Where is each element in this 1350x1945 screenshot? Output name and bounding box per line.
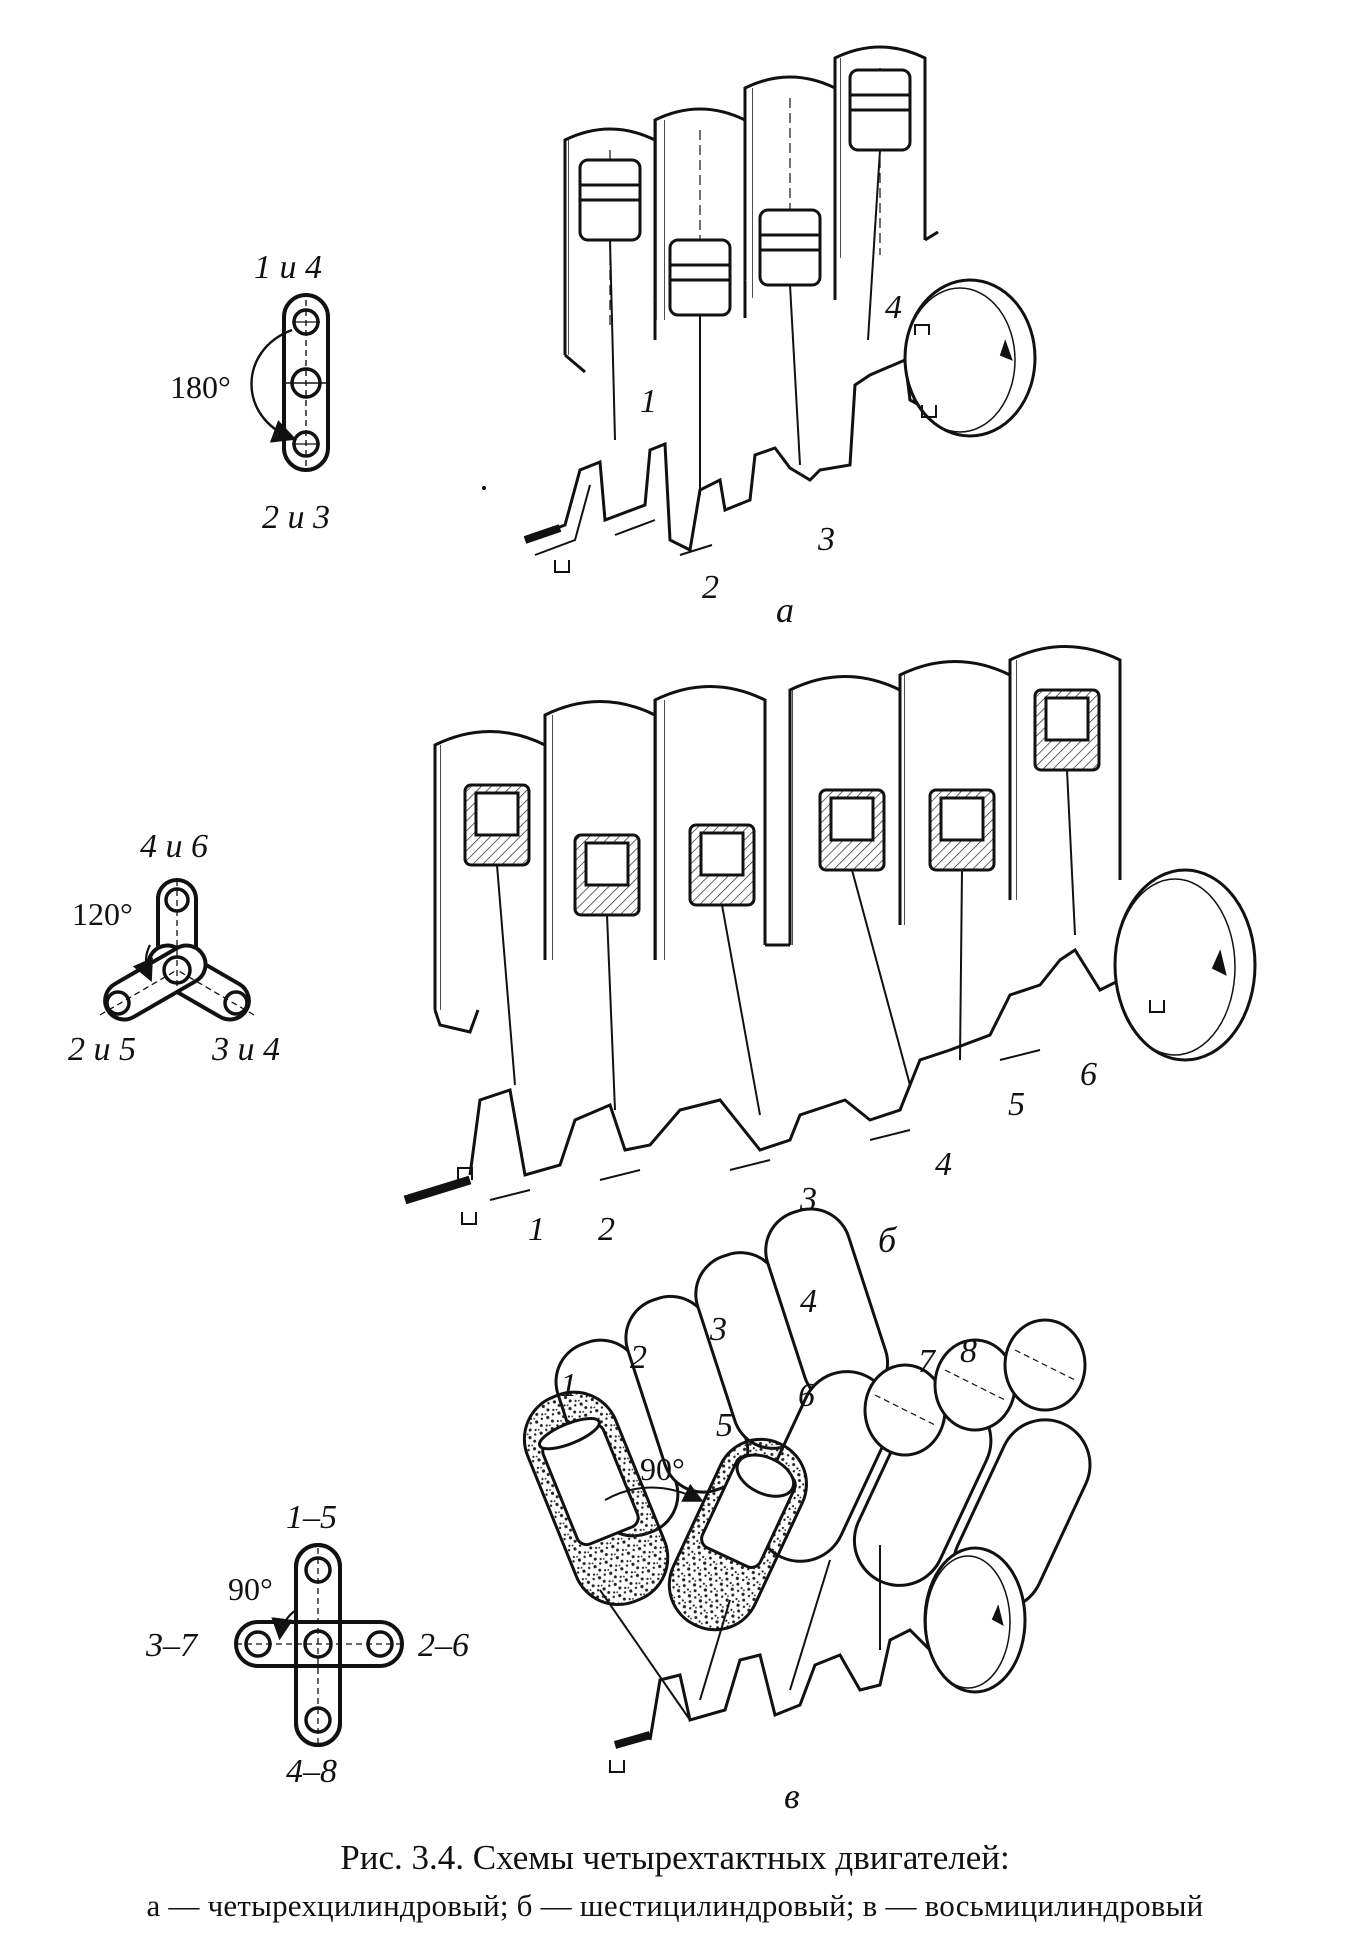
panel-v-scheme-left-label: 3–7 [145, 1627, 199, 1664]
panel-v-cyl-number-2: 2 [630, 1339, 647, 1376]
panel-a-scheme-bottom-label: 2 и 3 [262, 499, 330, 536]
panel-a-cyl-number-2: 2 [702, 569, 719, 606]
panel-v-scheme-bottom-label: 4–8 [286, 1753, 337, 1790]
panel-b-cyl-number-4: 4 [935, 1146, 952, 1183]
panel-v-cyl-number-5: 5 [716, 1407, 733, 1444]
figure-caption-title: Рис. 3.4. Схемы четырехтактных двигателе… [340, 1838, 1010, 1877]
panel-b-cyl-number-2: 2 [598, 1211, 615, 1248]
panel-v-cyl-number-7: 7 [918, 1343, 937, 1380]
panel-b-scheme-angle-label: 120° [72, 896, 133, 932]
panel-b-crank-scheme [99, 878, 255, 1022]
panel-v-cyl-number-8: 8 [960, 1333, 977, 1370]
panel-a-scheme-top-label: 1 и 4 [254, 249, 322, 286]
panel-b-cyl-number-5: 5 [1008, 1086, 1025, 1123]
panel-v-cyl-number-1: 1 [560, 1367, 577, 1404]
panel-a-cyl-number-1: 1 [640, 383, 657, 420]
panel-v-engine [522, 1207, 1092, 1773]
figure-caption-legend: а — четырехцилиндровый; б — шестицилиндр… [146, 1888, 1204, 1923]
panel-b-scheme-top-label: 4 и 6 [140, 828, 208, 865]
panel-v-crank-scheme [234, 1543, 404, 1747]
panel-b-engine [403, 645, 1257, 1225]
panel-v-cyl-number-6: 6 [798, 1377, 815, 1414]
panel-v-bank-angle-label: 90° [640, 1451, 685, 1487]
panel-v-scheme-right-label: 2–6 [418, 1627, 469, 1664]
panel-b-letter: б [878, 1220, 898, 1260]
panel-b-scheme-right-label: 3 и 4 [211, 1031, 280, 1068]
panel-v-scheme-angle-label: 90° [228, 1571, 273, 1607]
panel-v-letter: в [784, 1776, 800, 1816]
panel-b-scheme-left-label: 2 и 5 [68, 1031, 136, 1068]
panel-v-cyl-number-4: 4 [800, 1283, 817, 1320]
panel-b-cyl-number-1: 1 [528, 1211, 545, 1248]
panel-a-cyl-number-4: 4 [885, 289, 902, 326]
panel-a-letter: а [776, 590, 794, 630]
panel-a-cyl-number-3: 3 [817, 521, 835, 558]
figure-drawing: 1 и 4 180° 2 и 3 [68, 45, 1257, 1816]
panel-a-engine [523, 45, 1037, 573]
panel-a-scheme-angle-label: 180° [170, 369, 231, 405]
panel-v-cyl-number-3: 3 [709, 1311, 727, 1348]
panel-b-cyl-number-6: 6 [1080, 1056, 1097, 1093]
panel-a-crank-scheme [250, 293, 330, 472]
panel-v-scheme-top-label: 1–5 [286, 1499, 337, 1536]
